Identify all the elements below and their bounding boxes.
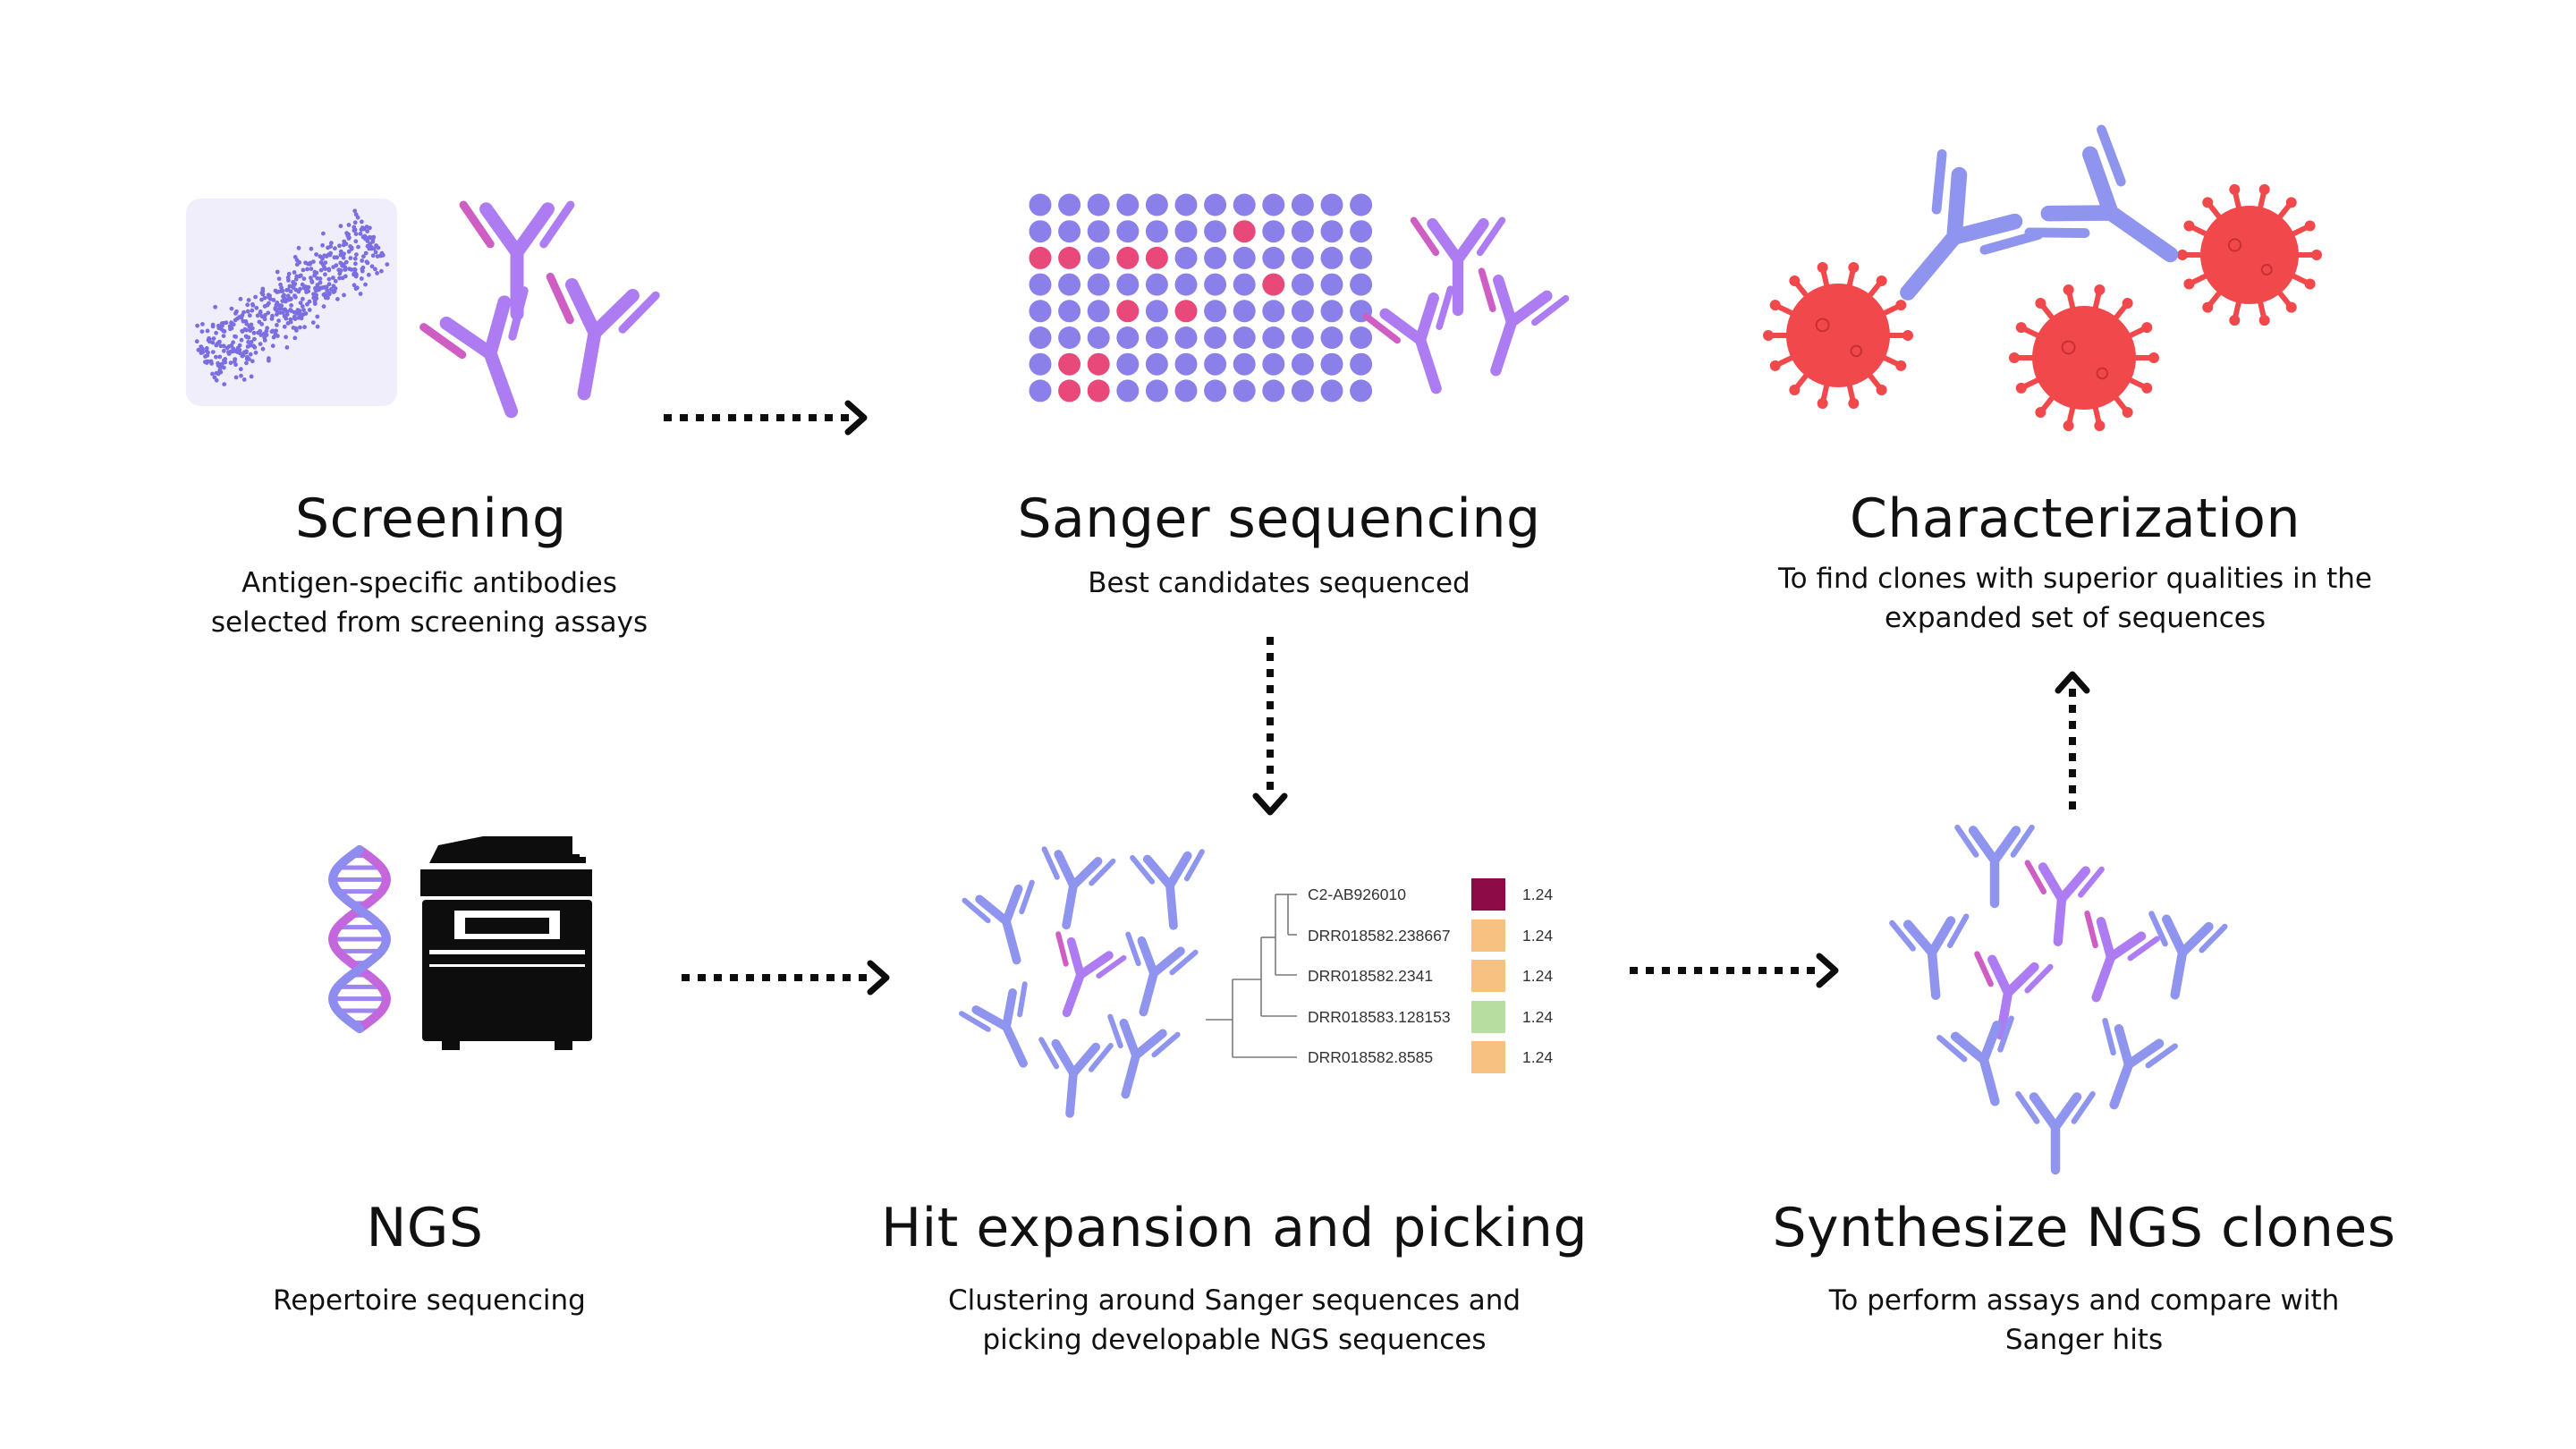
antibody-icon (1900, 124, 2179, 301)
sanger-description: Best candidates sequenced (1088, 567, 1470, 599)
antibody-icon (2102, 1017, 2178, 1110)
synthesize-description: To perform assays and compare with Sange… (1828, 1284, 2340, 1356)
antibody-icon (1107, 1013, 1181, 1099)
tree-score-swatch (1471, 878, 1505, 911)
tree-leaf-label: DRR018582.2341 (1308, 967, 1434, 985)
antibody-icon (1130, 849, 1205, 930)
tree-leaf-score: 1.24 (1522, 1008, 1554, 1026)
well-plate-icon (1029, 193, 1373, 402)
antibody-icon (2084, 910, 2160, 1003)
antibody-icon (1038, 1037, 1114, 1118)
antibody-icon (1362, 216, 1570, 394)
antibody-icon (1889, 913, 1970, 1001)
tree-leaf-score: 1.24 (1522, 886, 1554, 903)
antibody-icon (2024, 124, 2179, 263)
antibody-icon (1954, 824, 2035, 909)
tree-leaf-label: DRR018582.8585 (1308, 1048, 1434, 1066)
antibody-icon (1889, 824, 2228, 1175)
tree-leaf-score: 1.24 (1522, 967, 1554, 985)
dna-helix-icon (327, 845, 392, 1033)
tree-score-swatch (1471, 960, 1505, 992)
ngs-description: Repertoire sequencing (273, 1284, 586, 1317)
scatter-plot-icon (186, 199, 397, 406)
antibody-icon (1478, 267, 1570, 377)
characterization-title: Characterization (1849, 487, 2301, 550)
characterization-description: To find clones with superior qualities i… (1777, 563, 2373, 634)
arrow-sanger-to-hit-expansion (1252, 637, 1288, 816)
virus-icon (2009, 284, 2159, 432)
antibody-icon (1125, 931, 1199, 1017)
antibody-icon (2148, 911, 2228, 1000)
antibody-icon (1041, 846, 1116, 930)
antibody-icon (959, 846, 1205, 1118)
tree-leaf-score: 1.24 (1522, 1048, 1554, 1066)
antibody-icon (959, 981, 1028, 1068)
antibody-icon (459, 200, 575, 321)
antibody-icon (1974, 951, 2054, 1040)
arrow-ngs-to-hit-expansion (682, 960, 890, 996)
antibody-icon (1900, 148, 2044, 301)
antibody-icon (2024, 860, 2105, 947)
tree-leaf-label: DRR018583.128153 (1308, 1008, 1451, 1026)
virus-icon (1763, 261, 1913, 410)
antibody-icon (1410, 216, 1506, 317)
arrow-synthesize-to-characterization (2055, 671, 2090, 809)
phylogenetic-tree-icon (1206, 878, 1505, 1073)
hit-expansion-title: Hit expansion and picking (880, 1197, 1589, 1259)
tree-score-swatch (1471, 1001, 1505, 1033)
tree-score-swatch (1471, 919, 1505, 952)
virus-icon (2177, 183, 2322, 326)
antibody-icon (419, 286, 529, 419)
antibody-icon (419, 200, 660, 419)
arrow-hit-expansion-to-synthesize (1630, 953, 1839, 988)
synthesize-title: Synthesize NGS clones (1772, 1197, 2396, 1259)
hit-expansion-description: Clustering around Sanger sequences and p… (947, 1284, 1521, 1356)
sequencer-machine-icon (420, 836, 592, 1050)
ngs-title: NGS (366, 1197, 484, 1259)
tree-leaf-label: DRR018582.238667 (1308, 927, 1451, 945)
antibody-icon (546, 272, 660, 401)
antibody-icon (2015, 1090, 2096, 1175)
sanger-title: Sanger sequencing (1017, 487, 1541, 550)
arrow-screening-to-sanger (664, 400, 868, 436)
antibody-icon (1055, 931, 1127, 1018)
antibody-icon (1936, 1015, 2014, 1106)
tree-leaf-score: 1.24 (1522, 927, 1554, 945)
screening-title: Screening (295, 487, 567, 550)
antibody-icon (962, 879, 1035, 965)
tree-score-swatch (1471, 1041, 1505, 1073)
virus-icon (1763, 183, 2322, 432)
screening-description: Antigen-specific antibodies selected fro… (210, 567, 648, 639)
tree-leaf-label: C2-AB926010 (1308, 886, 1406, 903)
antibody-icon (1362, 285, 1454, 394)
